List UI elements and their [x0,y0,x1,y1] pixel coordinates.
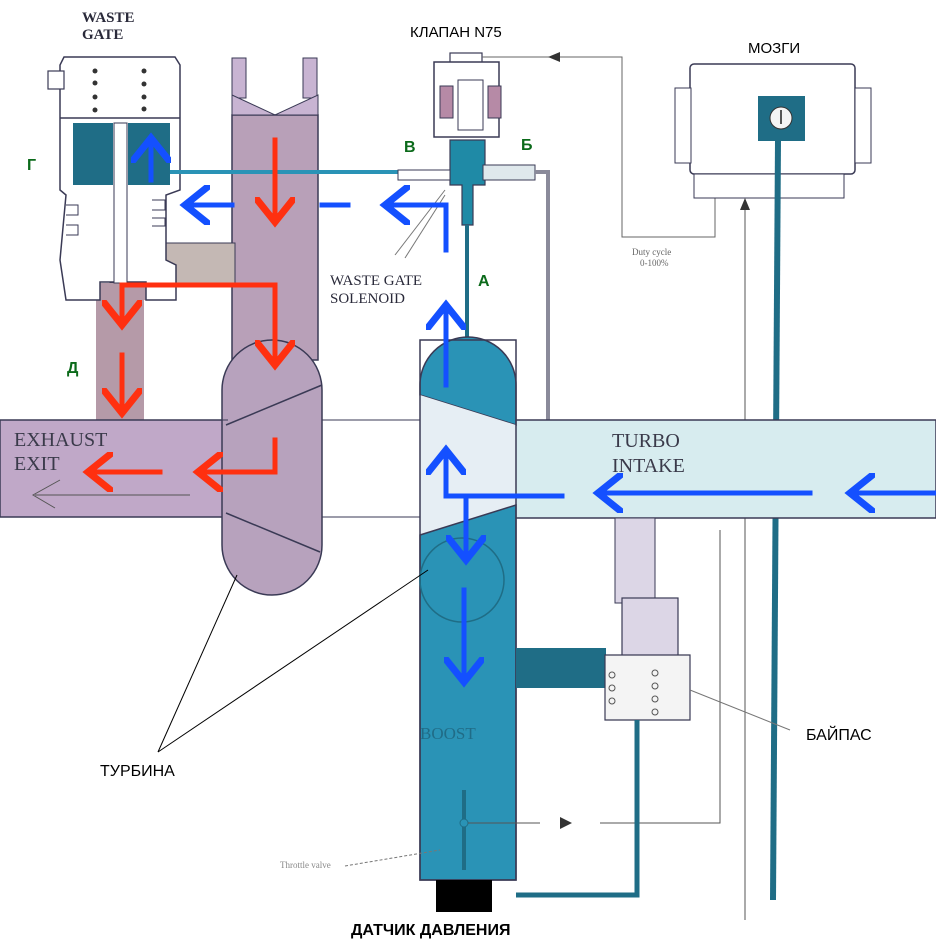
ecu-input-arrowhead [740,198,750,210]
throttle-valve-pivot [459,818,469,828]
duty-cycle-label-line1: Duty cycle [632,247,671,257]
ecu-wire-arrowhead [548,52,560,62]
bypass-label: БАЙПАС [806,725,872,744]
manifold-cone [231,94,319,116]
turbine-leader-1 [157,574,238,753]
pressure-sensor-block [436,880,492,912]
wastegate-actuator [47,56,181,301]
turbo-intake-pipe [514,419,936,519]
intake-flow-arrows [151,138,936,682]
n75-valve [397,52,536,226]
bypass-spring-icon [608,669,659,716]
turbine-label: ТУРБИНА [100,763,175,780]
bypass-valve [604,597,691,721]
n75-coil-right [487,85,502,119]
exhaust-arrow-branch [122,282,278,325]
bypass-feed-pipe [516,648,606,688]
exhaust-exit-printed-arrowhead [31,479,61,509]
turbo-intake-label-line1: TURBO [612,430,680,452]
port-letter-a: А [478,273,490,290]
waste-gate-label-line2: GATE [82,27,123,43]
bypass-leader [689,689,791,731]
ecu-label: МОЗГИ [748,40,800,57]
exhaust-flow-arrows [88,137,278,472]
n75-vent-hose [535,170,550,420]
port-letter-g: Г [27,157,36,174]
wg-solenoid-label-line1: WASTE GATE [330,273,422,289]
manifold-flange-right [302,57,318,99]
turbine-housing [221,339,323,596]
compressor-housing-middle [420,395,516,535]
exhaust-exit-label-line2: EXIT [14,453,60,475]
ecu-box [674,63,872,199]
ecu-signal-wire [482,56,716,238]
turbine-blade-line-upper [225,384,323,426]
wg-solenoid-label-line2: SOLENOID [330,291,405,307]
boost-label: BOOST [420,724,476,743]
duty-cycle-label-line2: 0-100% [640,258,669,268]
n75-coil-left [439,85,454,119]
bypass-vacuum-hose [516,720,640,898]
port-letter-v: В [404,139,416,156]
throttle-link [468,530,721,824]
turbo-intake-label-line2: INTAKE [612,455,685,477]
port-letter-b: Б [521,137,533,154]
pressure-sensor-label: ДАТЧИК ДАВЛЕНИЯ [351,922,510,939]
wastegate-diaphragm-left [73,123,113,185]
turbine-leader-2 [157,569,429,753]
wastegate-spring-icon [92,68,147,113]
bypass-return-pipe [614,517,656,604]
wastegate-rod [113,122,128,284]
exhaust-arrow-turbine-out [198,437,278,472]
throttle-link-arrowhead [560,817,572,829]
throttle-valve-leader [344,849,441,867]
boost-arrow-n75-out [385,205,449,253]
n75-valve-label: КЛАПАН N75 [410,24,502,41]
throttle-valve-label: Throttle valve [280,860,331,870]
ecu-pressure-line [770,139,781,901]
turbine-blade-line-lower [225,512,321,553]
waste-gate-label-line1: WASTE [82,10,135,26]
intake-arrow-into-compressor [446,450,565,499]
manifold-flange-left [231,57,247,99]
exhaust-exit-label-line1: EXHAUST [14,429,107,451]
port-letter-d: Д [67,360,79,377]
solenoid-leader [394,189,446,256]
